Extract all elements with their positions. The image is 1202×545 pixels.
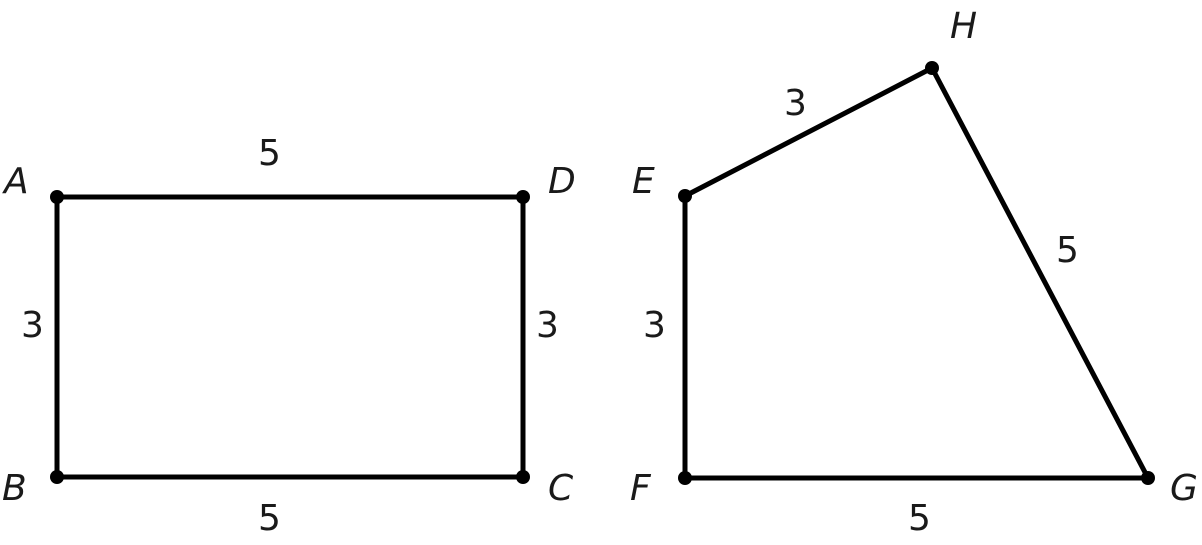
rectangle-abcd: A D C B 5 5 3 3 xyxy=(2,133,576,539)
length-ef-label: 3 xyxy=(643,305,666,346)
vertex-a-label: A xyxy=(2,161,29,202)
vertex-d-label: D xyxy=(548,161,576,202)
vertex-b-label: B xyxy=(2,468,27,509)
vertex-f-point xyxy=(678,471,692,485)
length-hg-label: 5 xyxy=(1056,230,1079,271)
vertex-b-point xyxy=(50,470,64,484)
vertex-f-label: F xyxy=(630,468,652,509)
length-eh-label: 3 xyxy=(784,83,807,124)
quadrilateral-efgh: E H G F 3 5 3 5 xyxy=(630,6,1198,539)
vertex-a-point xyxy=(50,190,64,204)
vertex-e-point xyxy=(678,189,692,203)
rectangle-outline xyxy=(54,194,526,480)
vertex-h-label: H xyxy=(950,6,977,47)
vertex-c-point xyxy=(516,470,530,484)
vertex-g-label: G xyxy=(1170,468,1198,509)
quadrilateral-outline xyxy=(682,64,1153,481)
length-dc-label: 3 xyxy=(536,305,559,346)
length-fg-label: 5 xyxy=(908,498,931,539)
vertex-d-point xyxy=(516,190,530,204)
length-bc-label: 5 xyxy=(258,498,281,539)
vertex-e-label: E xyxy=(632,161,655,202)
vertex-c-label: C xyxy=(548,468,574,509)
length-ad-label: 5 xyxy=(258,133,281,174)
length-ab-label: 3 xyxy=(21,305,44,346)
vertex-h-point xyxy=(925,61,939,75)
vertex-g-point xyxy=(1141,471,1155,485)
